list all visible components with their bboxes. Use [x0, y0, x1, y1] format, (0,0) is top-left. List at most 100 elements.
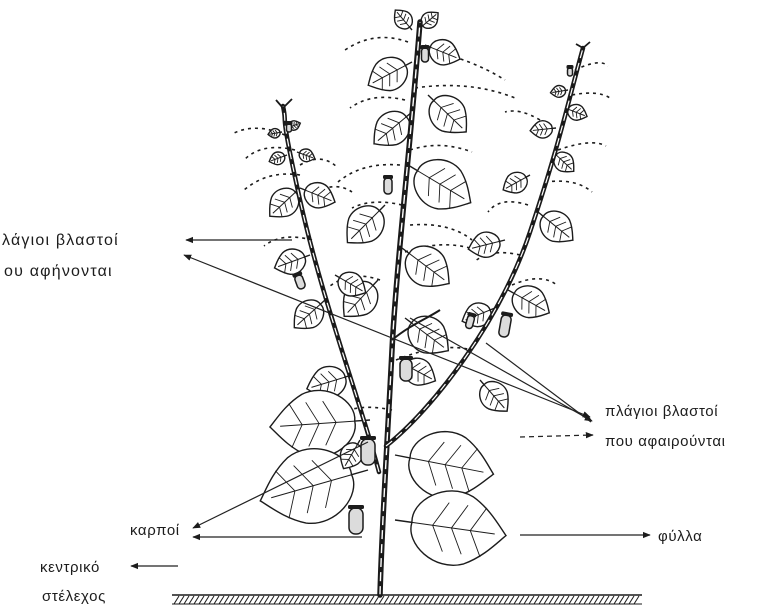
ground-hatch	[584, 596, 589, 604]
ground-hatch	[229, 596, 234, 604]
label-kept-shoots-line1: λάγιοι βλαστοί	[2, 232, 119, 249]
ground-hatch	[534, 596, 539, 604]
ground-hatch	[319, 596, 324, 604]
ground-hatch	[574, 596, 579, 604]
ground-hatch	[579, 596, 584, 604]
leaf-petiole	[352, 470, 368, 475]
ground-hatch	[404, 596, 409, 604]
leaf	[394, 304, 459, 365]
small-branch	[576, 42, 590, 48]
leaf-petiole	[395, 455, 410, 458]
ground-hatch	[559, 596, 564, 604]
removed-shoot-dashed	[505, 111, 540, 120]
label-removed-shoots-line2: που αφαιρούνται	[605, 433, 726, 450]
ground-hatch	[459, 596, 464, 604]
ground-hatch	[554, 596, 559, 604]
ground-hatch	[469, 596, 474, 604]
ground-hatch	[244, 596, 249, 604]
leaf	[416, 82, 479, 144]
fruit-pod-cap	[360, 436, 376, 440]
fruit-pod-cap	[348, 505, 364, 509]
ground-hatch	[564, 596, 569, 604]
leaf	[361, 48, 420, 100]
ground-hatch	[589, 596, 594, 604]
ground-hatch	[439, 596, 444, 604]
ground-hatch	[619, 596, 624, 604]
ground-hatch	[529, 596, 534, 604]
ground-hatch	[334, 596, 339, 604]
fruit-pod	[383, 175, 393, 194]
ground-hatch	[389, 596, 394, 604]
leaf	[270, 243, 314, 279]
removed-shoot-dashed	[350, 97, 405, 108]
leaf	[295, 146, 317, 164]
ground-hatch	[249, 596, 254, 604]
ground-hatch	[344, 596, 349, 604]
ground-hatch	[234, 596, 239, 604]
ground-hatch	[209, 596, 214, 604]
small-branch	[276, 99, 292, 108]
leaf-petiole	[405, 62, 412, 66]
ground-hatch	[514, 596, 519, 604]
ground-hatch	[419, 596, 424, 604]
ground-hatch	[599, 596, 604, 604]
fruit-pod	[286, 121, 293, 132]
fruit-pod	[497, 311, 513, 338]
ground-hatch	[224, 596, 229, 604]
ground-hatch	[474, 596, 479, 604]
ground-hatch	[279, 596, 284, 604]
ground-hatch	[264, 596, 269, 604]
leaf	[498, 166, 535, 199]
leaf	[390, 483, 511, 572]
fruit-pod-body	[384, 178, 392, 194]
fruit-pod	[421, 45, 430, 62]
fruit-pod-body	[422, 48, 429, 62]
label-fruits: καρποί	[130, 522, 180, 539]
leaf-petiole	[357, 440, 360, 444]
ground-hatch	[219, 596, 224, 604]
fruit-pod-body	[568, 68, 573, 76]
ground-hatch	[204, 596, 209, 604]
ground-hatch	[349, 596, 354, 604]
leaf-petiole	[395, 520, 412, 522]
ground-hatch	[594, 596, 599, 604]
fruit-pod-cap	[383, 175, 393, 179]
removed-shoot-dashed	[545, 181, 592, 192]
ground-hatch	[509, 596, 514, 604]
ground-hatch	[524, 596, 529, 604]
removed-shoot-dashed	[572, 93, 610, 98]
label-kept-shoots-line2: ου αφήνονται	[4, 263, 113, 280]
ground-hatch	[454, 596, 459, 604]
removed-shoot-dashed	[264, 237, 312, 246]
ground-hatch	[259, 596, 264, 604]
label-central-stem-line2: στέλεχος	[42, 588, 106, 605]
ground-line	[172, 595, 642, 604]
ground-hatch	[269, 596, 274, 604]
ground-hatch	[409, 596, 414, 604]
removed-shoot-dashed	[488, 202, 528, 212]
ground-hatch	[274, 596, 279, 604]
fruit-pod	[292, 271, 307, 290]
leaf	[465, 228, 508, 261]
ground-hatch	[354, 596, 359, 604]
removed-shoot-dashed	[410, 225, 472, 240]
ground-hatch	[304, 596, 309, 604]
label-central-stem-line1: κεντρικό	[40, 559, 100, 576]
ground-hatch	[184, 596, 189, 604]
removed-shoot-dashed	[244, 174, 300, 190]
fruit-pod-cap	[399, 356, 413, 360]
ground-hatch	[484, 596, 489, 604]
ground-hatch	[254, 596, 259, 604]
ground-hatch	[464, 596, 469, 604]
leaf	[529, 119, 557, 139]
ground-hatch	[284, 596, 289, 604]
ground-hatch	[434, 596, 439, 604]
ground-hatch	[609, 596, 614, 604]
leaf	[550, 84, 569, 98]
ground-hatch	[429, 596, 434, 604]
ground-hatch	[309, 596, 314, 604]
ground-hatch	[374, 596, 379, 604]
fruit-pod-cap	[567, 65, 574, 69]
